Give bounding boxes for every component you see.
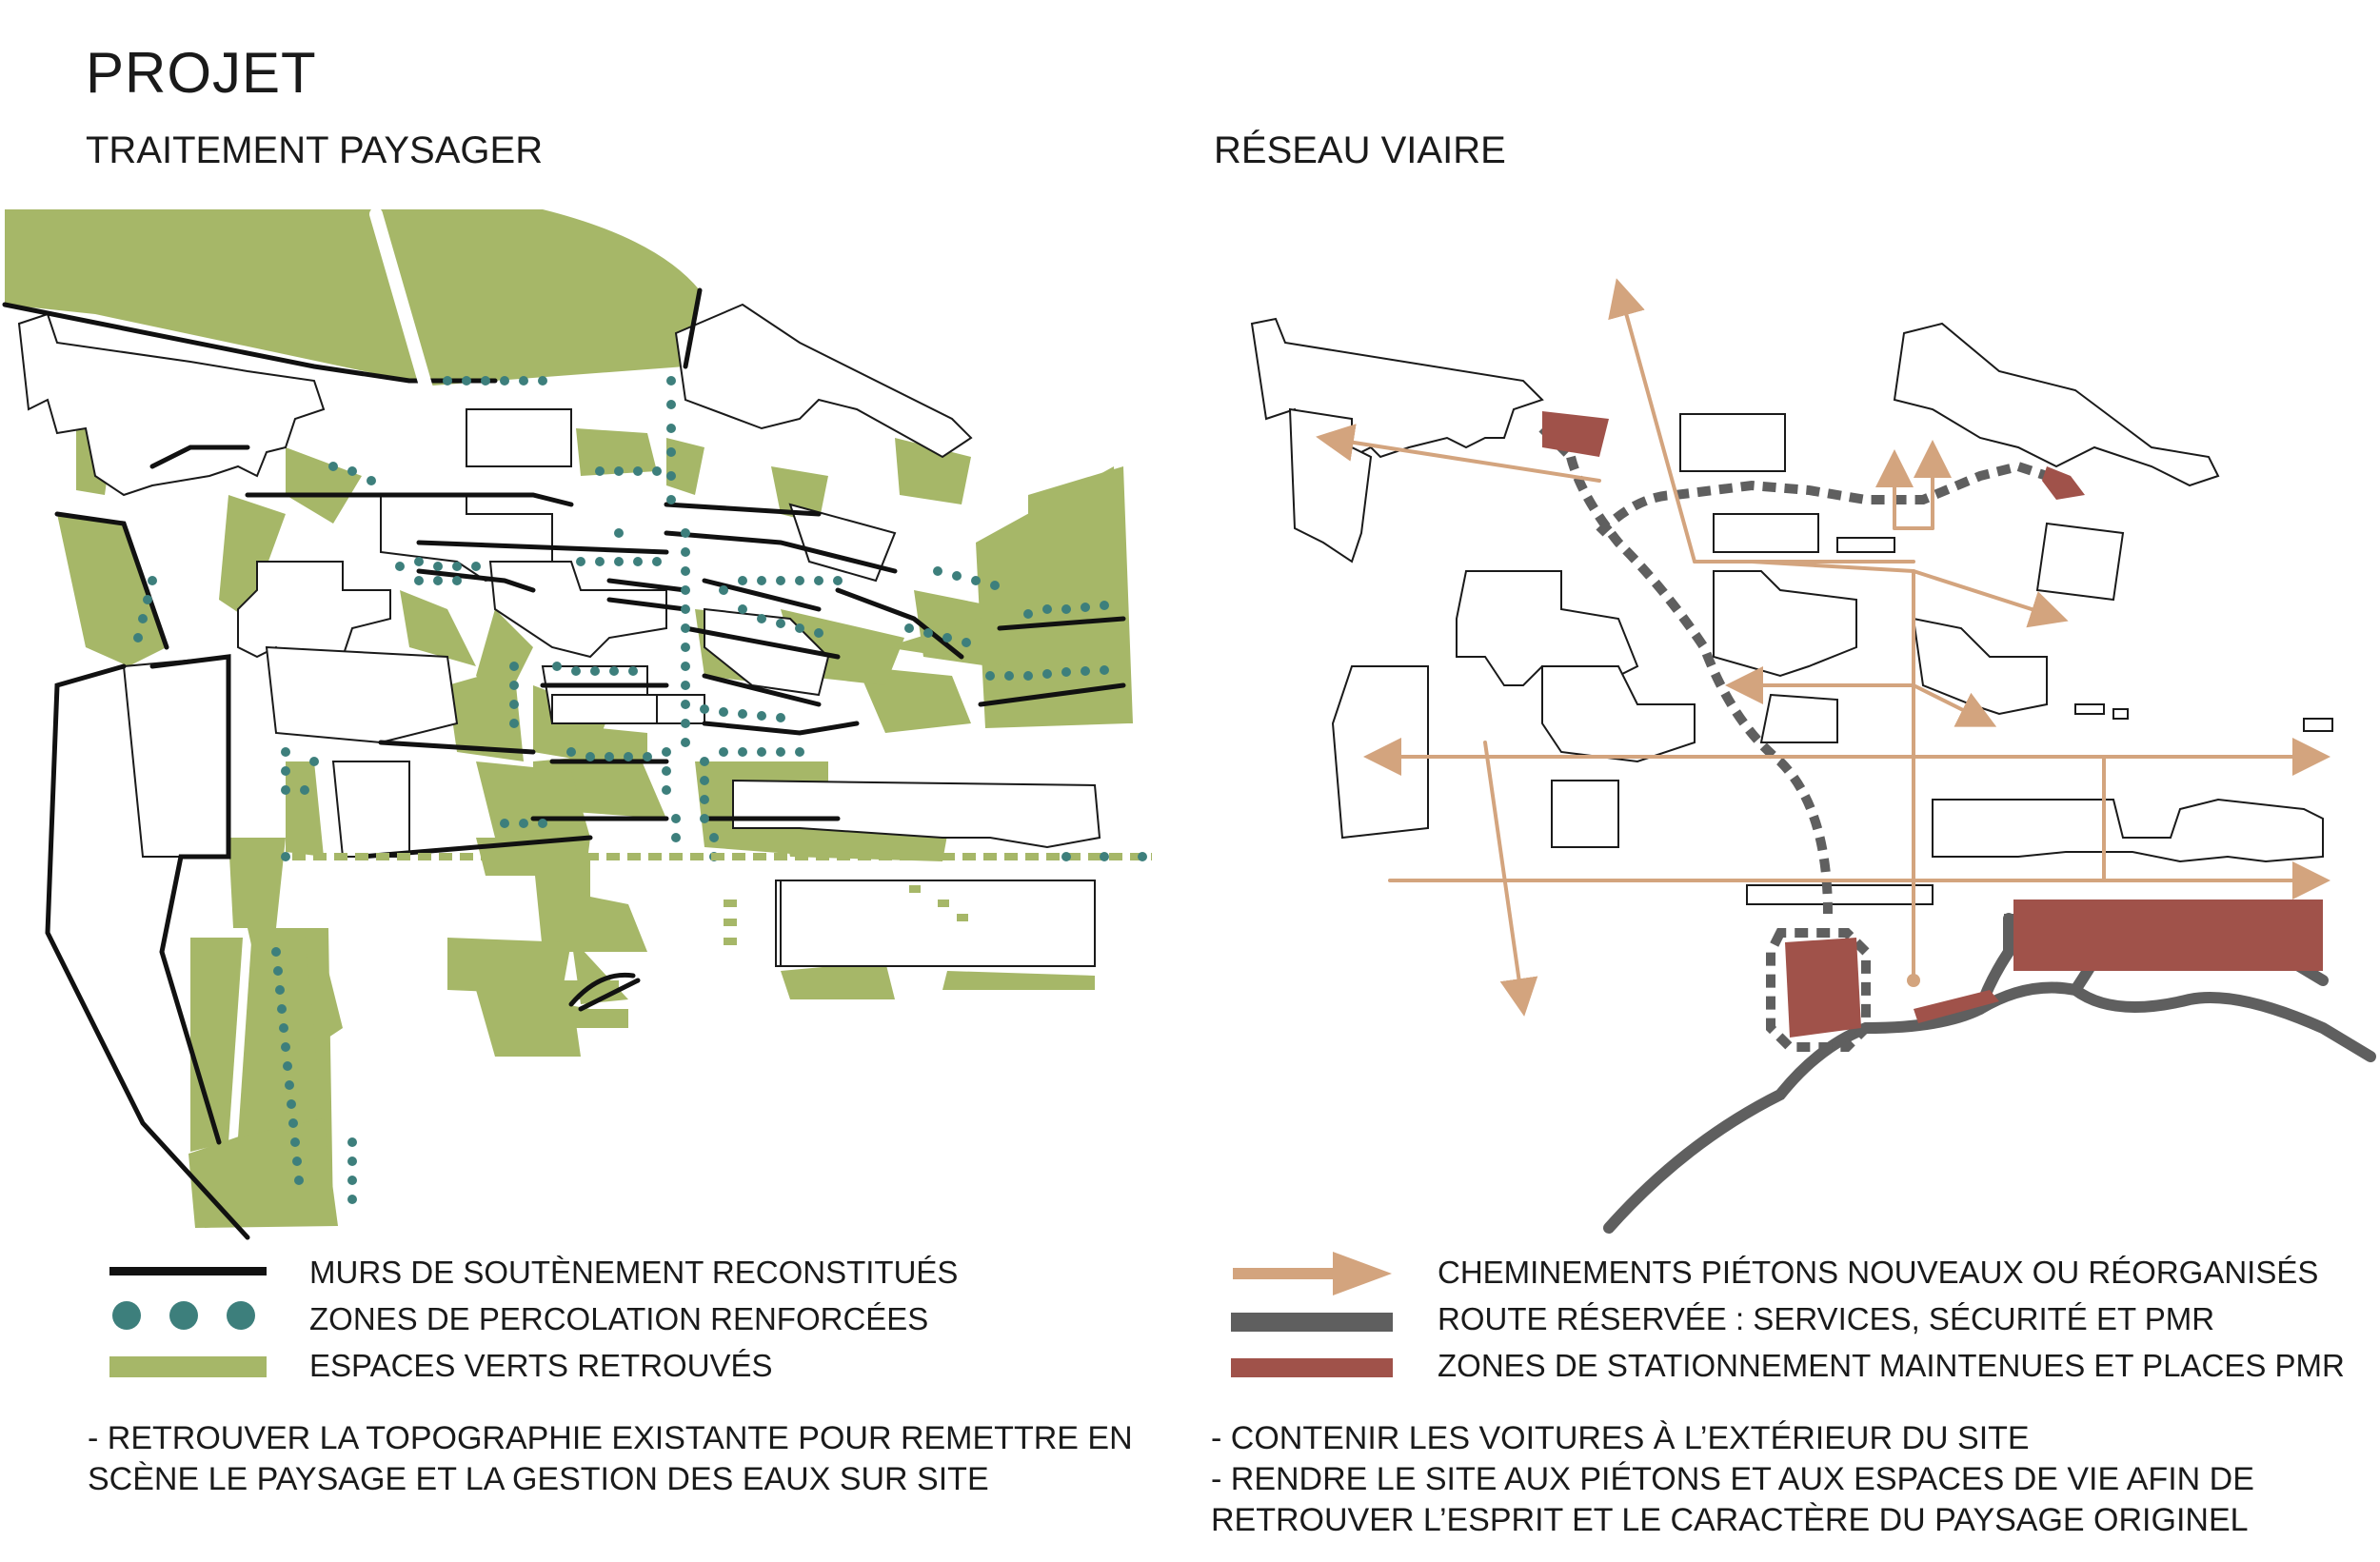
right-note-line-2: - RENDRE LE SITE AUX PIÉTONS ET AUX ESPA… — [1211, 1461, 2254, 1497]
pedestrian-paths — [1316, 278, 2330, 1017]
legend-symbol-walls — [109, 1267, 267, 1275]
right-note-line-3: RETROUVER L’ESPRIT ET LE CARACTÈRE DU PA… — [1211, 1502, 2249, 1538]
buildings-left — [17, 303, 1101, 967]
legend-symbol-percolation — [112, 1301, 255, 1330]
left-panel-subtitle: TRAITEMENT PAYSAGER — [86, 129, 544, 171]
legend-label-parking: ZONES DE STATIONNEMENT MAINTENUES ET PLA… — [1438, 1348, 2345, 1383]
legend-symbol-pedestrian — [1233, 1252, 1392, 1295]
legend-label-walls: MURS DE SOUTÈNEMENT RECONSTITUÉS — [309, 1255, 959, 1290]
legend-label-service-road: ROUTE RÉSERVÉE : SERVICES, SÉCURITÉ ET P… — [1438, 1301, 2215, 1336]
legend-label-percolation: ZONES DE PERCOLATION RENFORCÉES — [309, 1301, 929, 1336]
legend-label-pedestrian: CHEMINEMENTS PIÉTONS NOUVEAUX OU RÉORGAN… — [1438, 1255, 2319, 1290]
legend-symbol-service-road — [1231, 1313, 1393, 1332]
buildings-right — [1250, 317, 2333, 905]
right-note-line-1: - CONTENIR LES VOITURES À L’EXTÉRIEUR DU… — [1211, 1420, 2030, 1456]
page-title: PROJET — [86, 41, 317, 105]
legend-symbol-parking — [1231, 1358, 1393, 1377]
left-note-line-2: SCÈNE LE PAYSAGE ET LA GESTION DES EAUX … — [88, 1461, 989, 1497]
left-note-line-1: - RETROUVER LA TOPOGRAPHIE EXISTANTE POU… — [88, 1420, 1133, 1456]
road-network-plan — [1250, 278, 2376, 1234]
percolation-dots — [133, 376, 1109, 1204]
parking-zones — [1542, 411, 2323, 1038]
right-panel-subtitle: RÉSEAU VIAIRE — [1214, 129, 1506, 171]
legend-symbol-green — [109, 1356, 267, 1377]
landscape-plan — [2, 208, 1152, 1240]
legend-label-green: ESPACES VERTS RETROUVÉS — [309, 1348, 773, 1383]
